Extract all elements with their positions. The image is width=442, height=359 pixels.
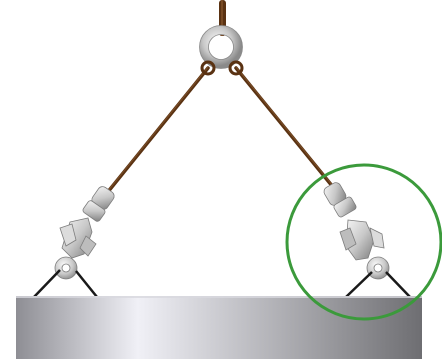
sling-rope-right <box>234 66 335 189</box>
swivel-hook-icon <box>323 182 390 280</box>
highlight-circle <box>285 163 442 321</box>
swivel-hook-icon <box>54 186 115 280</box>
master-ring-icon <box>199 25 244 76</box>
left-hook-assembly <box>33 186 115 298</box>
sling-rope-left <box>105 66 210 195</box>
load-beam <box>16 296 422 359</box>
right-hook-assembly <box>323 182 411 298</box>
